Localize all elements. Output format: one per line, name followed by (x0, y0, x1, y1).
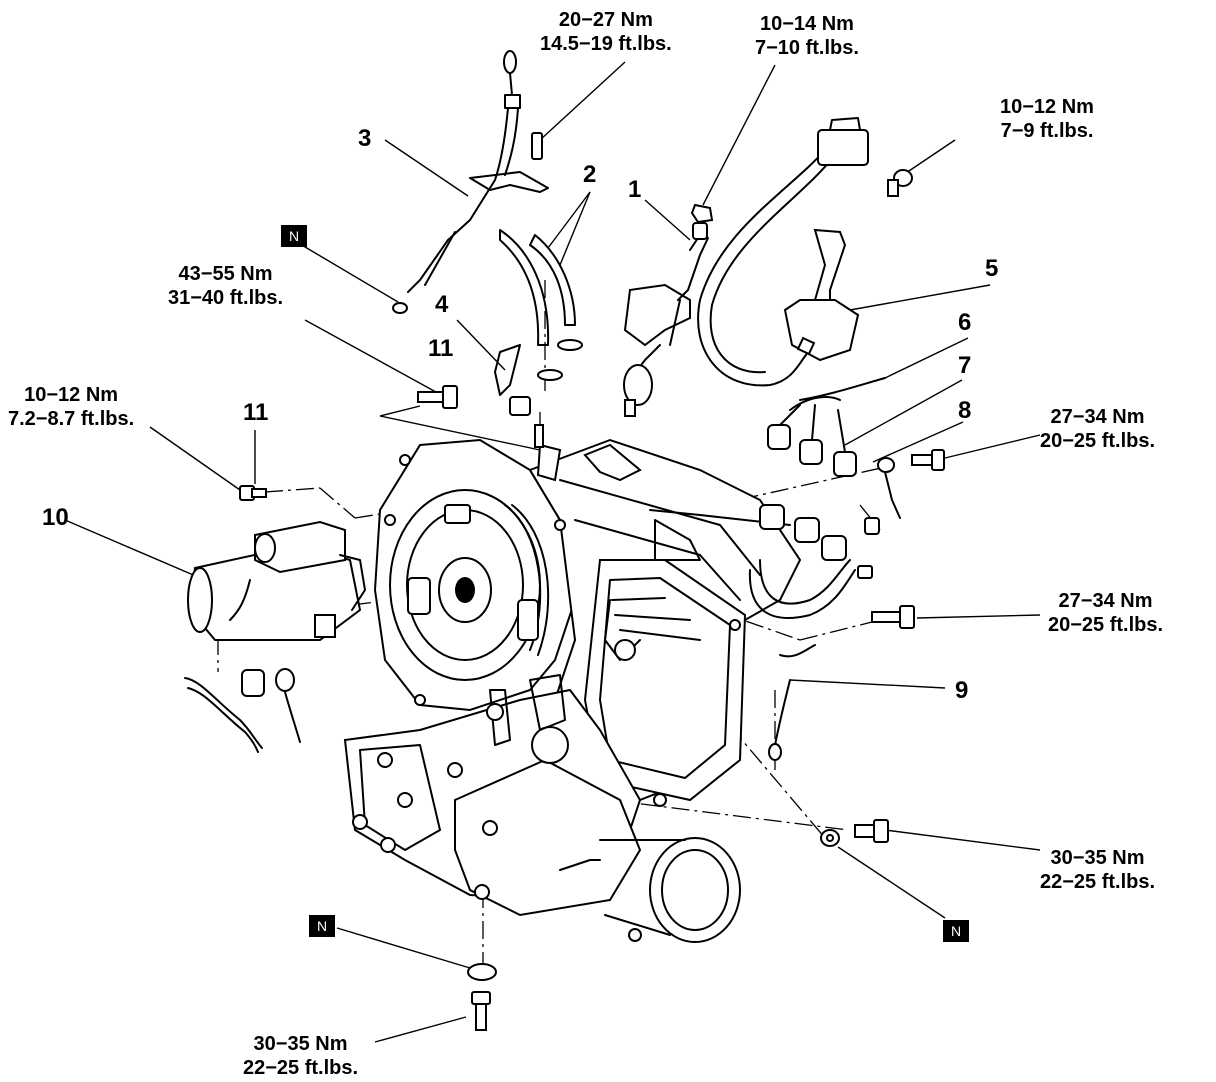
torque-label-starter-bolt-upper: 43−55 Nm 31−40 ft.lbs. (168, 262, 283, 310)
torque-ftlb: 14.5−19 ft.lbs. (540, 33, 672, 55)
torque-label-dipstick-bolt: 20−27 Nm 14.5−19 ft.lbs. (540, 8, 672, 56)
torque-ftlb: 7.2−8.7 ft.lbs. (8, 408, 135, 430)
torque-ftlb: 22−25 ft.lbs. (1040, 871, 1156, 893)
callout-1: 1 (628, 176, 642, 203)
callout-8: 8 (958, 397, 972, 424)
leader-lines (64, 61, 1041, 1043)
torque-label-right-bolt-upper: 27−34 Nm 20−25 ft.lbs. (1040, 405, 1155, 453)
torque-nm: 43−55 Nm (178, 263, 273, 285)
callout-11-left: 11 (243, 399, 269, 426)
new-part-marker-gasket: N (281, 225, 307, 247)
callout-2: 2 (583, 161, 597, 188)
bolts (239, 385, 945, 1031)
callout-6: 6 (958, 309, 972, 336)
bracket (494, 344, 531, 416)
torque-label-inhibitor-switch: 10−12 Nm 7−9 ft.lbs. (1000, 95, 1094, 143)
inhibitor-switch (783, 169, 913, 362)
ground-wires (184, 644, 816, 761)
torque-ftlb: 31−40 ft.lbs. (168, 287, 284, 309)
starter-motor (187, 520, 366, 641)
wire-harness (690, 117, 869, 387)
callout-3: 3 (358, 125, 372, 152)
callout-5: 5 (985, 255, 999, 282)
callout-7: 7 (958, 352, 972, 379)
new-part-marker-transfer: N (309, 915, 335, 937)
torque-nm: 30−35 Nm (253, 1033, 348, 1055)
torque-nm: 27−34 Nm (1050, 406, 1145, 428)
cooler-hoses (499, 229, 583, 381)
torque-label-harness-nut: 10−14 Nm 7−10 ft.lbs. (755, 12, 859, 60)
torque-nm: 30−35 Nm (1050, 847, 1145, 869)
shift-cable (623, 222, 709, 417)
callout-9: 9 (955, 677, 969, 704)
torque-label-bolt-11: 10−12 Nm 7.2−8.7 ft.lbs. (8, 383, 134, 431)
dipstick-assembly (392, 50, 549, 314)
callout-4: 4 (435, 291, 449, 318)
new-part-marker-drain: N (943, 920, 969, 942)
torque-nm: 10−14 Nm (759, 13, 854, 35)
torque-nm: 10−12 Nm (24, 384, 119, 406)
torque-label-drain-plug: 30−35 Nm 22−25 ft.lbs. (1040, 846, 1155, 894)
torque-label-right-bolt-middle: 27−34 Nm 20−25 ft.lbs. (1048, 589, 1163, 637)
callout-10: 10 (42, 504, 69, 531)
torque-ftlb: 22−25 ft.lbs. (243, 1057, 359, 1079)
torque-ftlb: 7−9 ft.lbs. (1000, 120, 1094, 142)
torque-ftlb: 20−25 ft.lbs. (1048, 614, 1164, 636)
torque-nm: 10−12 Nm (1000, 96, 1094, 118)
torque-label-transfer-plug: 30−35 Nm 22−25 ft.lbs. (243, 1032, 358, 1080)
torque-ftlb: 7−10 ft.lbs. (755, 37, 859, 59)
callout-11-upper: 11 (428, 335, 454, 362)
torque-nm: 20−27 Nm (558, 9, 653, 31)
transmission-case (343, 424, 856, 943)
torque-ftlb: 20−25 ft.lbs. (1040, 430, 1156, 452)
torque-nm: 27−34 Nm (1058, 590, 1153, 612)
speed-sensors (767, 377, 901, 519)
